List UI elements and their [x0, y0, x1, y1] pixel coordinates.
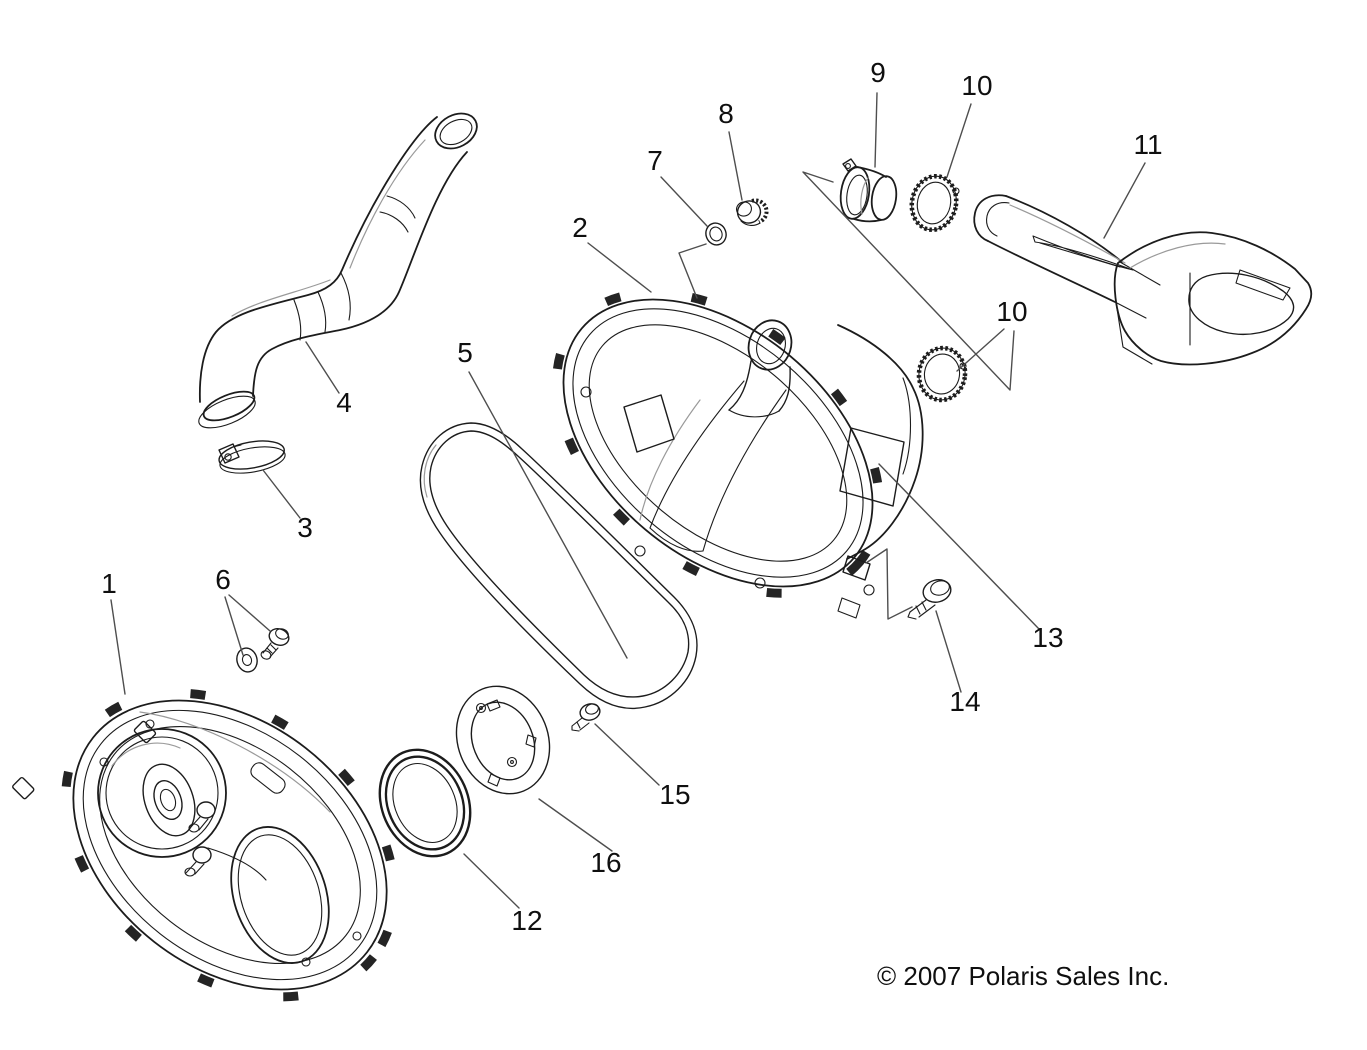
part-10-clamp-lower — [12, 345, 968, 800]
copyright-text: © 2007 Polaris Sales Inc. — [877, 961, 1169, 991]
leader-4 — [305, 341, 340, 394]
part-12-seal-ring — [378, 748, 472, 858]
callout-1: 1 — [101, 568, 117, 599]
leader-12 — [463, 853, 520, 909]
leader-10b — [956, 328, 1005, 372]
part-9-coupling-sleeve — [839, 158, 898, 223]
part-6-washer-and-bolt — [236, 628, 290, 673]
callout-6: 6 — [215, 564, 231, 595]
leader-3 — [262, 469, 301, 519]
callout-9: 9 — [870, 57, 886, 88]
callout-2: 2 — [572, 212, 588, 243]
leader-13 — [878, 463, 1040, 630]
callout-16: 16 — [590, 847, 621, 878]
callout-14: 14 — [949, 686, 980, 717]
callout-11: 11 — [1133, 129, 1162, 160]
leader-5 — [468, 371, 628, 659]
leader-lines — [110, 92, 1146, 909]
callout-15: 15 — [659, 779, 690, 810]
part-11-intake-duct — [973, 194, 1313, 366]
part-7-o-ring — [705, 222, 727, 246]
leader-7b — [678, 243, 707, 299]
part-16-retainer-ring — [455, 685, 551, 795]
part-15-screw — [571, 703, 601, 732]
leader-15 — [594, 723, 660, 786]
callout-7: 7 — [647, 145, 663, 176]
callout-5: 5 — [457, 337, 473, 368]
stud-upper — [188, 801, 216, 833]
callout-10-upper: 10 — [961, 70, 992, 101]
callout-8: 8 — [718, 98, 734, 129]
callout-4: 4 — [336, 387, 352, 418]
part-14-screw — [907, 579, 952, 620]
leader-6a — [224, 596, 244, 656]
callout-13: 13 — [1032, 622, 1063, 653]
leader-1 — [110, 599, 126, 695]
leader-14 — [935, 610, 962, 693]
leader-2 — [587, 242, 652, 293]
part-5-drive-belt — [419, 422, 698, 710]
part-8-plug — [736, 198, 769, 226]
leader-9 — [874, 92, 878, 168]
leader-6b — [228, 594, 271, 632]
callout-12: 12 — [511, 905, 542, 936]
part-2-inner-clutch-cover — [552, 288, 924, 619]
stud-lower — [184, 846, 212, 877]
part-3-hose-clamp — [218, 440, 286, 474]
callout-3: 3 — [297, 512, 313, 543]
leader-7a — [660, 176, 708, 227]
leader-16 — [538, 798, 613, 852]
part-10-clamp-upper — [133, 173, 960, 744]
leader-11 — [1103, 162, 1146, 239]
leader-10a — [946, 103, 972, 178]
witness-14 — [865, 548, 913, 620]
leader-10b-long — [802, 171, 1015, 391]
callout-labels: 1 2 3 4 5 6 7 8 9 10 10 11 12 13 14 15 1… — [101, 57, 1162, 936]
part-4-outlet-duct — [198, 112, 478, 429]
callout-10-lower: 10 — [996, 296, 1027, 327]
part-1-outer-clutch-cover — [61, 688, 399, 1002]
leader-8 — [728, 131, 743, 201]
